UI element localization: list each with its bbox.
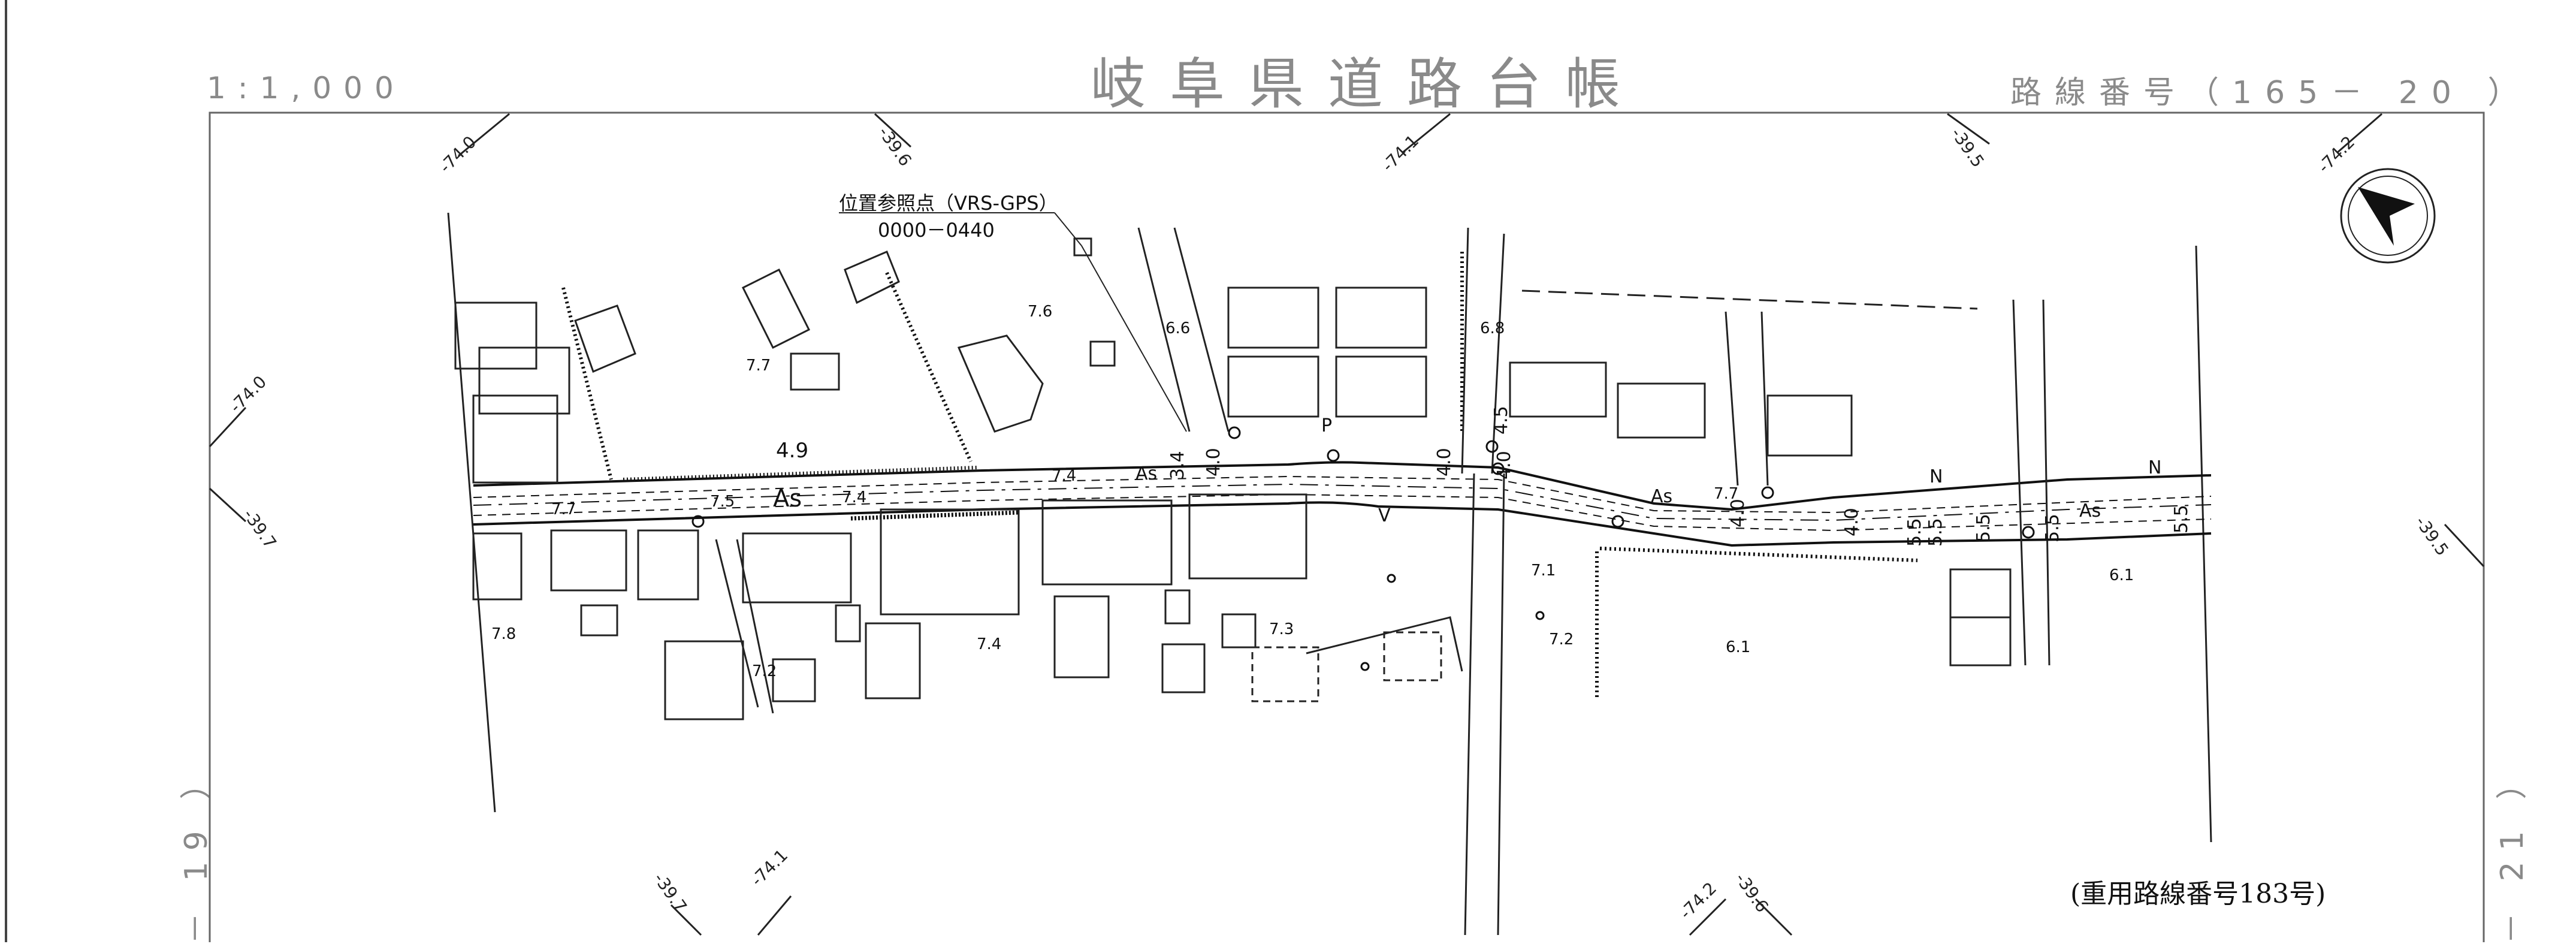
side-streets bbox=[715, 227, 2050, 936]
road-width-label: 4.0 bbox=[1203, 448, 1224, 476]
road-width-label: 5.5 bbox=[2042, 514, 2063, 542]
road-width-label: 4.0 bbox=[1728, 499, 1748, 527]
north-arrow-icon bbox=[2340, 168, 2436, 264]
elevation-label: 7.8 bbox=[491, 625, 516, 643]
road-width-label: 5.5 bbox=[1973, 514, 1994, 542]
main-road bbox=[473, 461, 2212, 547]
reference-point-code: 0000－0440 bbox=[878, 219, 995, 242]
road-misc-label: P bbox=[1321, 415, 1332, 436]
elevation-label: 7.3 bbox=[1269, 620, 1294, 638]
grid-label: -39.7 bbox=[239, 505, 280, 552]
elevation-label: 7.1 bbox=[1531, 562, 1556, 580]
road-width-label: 5.5 bbox=[1925, 518, 1946, 547]
grid-label: -39.5 bbox=[1947, 124, 1988, 171]
grid-label: -39.5 bbox=[2411, 512, 2453, 559]
elevation-label: 6.6 bbox=[1165, 319, 1190, 337]
road-width-label: 5.5 bbox=[1904, 518, 1925, 547]
page-title: 岐阜県道路台帳 bbox=[1091, 52, 1645, 116]
elevation-label: 4.9 bbox=[776, 439, 808, 463]
road-edge-hatch bbox=[561, 252, 1918, 698]
heavy-route-note: (重用路線番号183号) bbox=[2070, 879, 2326, 909]
elevation-label: 7.7 bbox=[1714, 485, 1738, 503]
map-frame bbox=[209, 111, 2485, 942]
elevation-label: 7.4 bbox=[977, 635, 1001, 653]
road-surface-label: As bbox=[773, 485, 802, 512]
road-width-label: 4.0 bbox=[1434, 448, 1455, 476]
elevation-label: 7.4 bbox=[842, 488, 866, 506]
road-surface-label: As bbox=[2079, 500, 2101, 521]
road-width-label: 4.0 bbox=[1841, 508, 1862, 536]
road-width-label: 4.0 bbox=[1494, 451, 1515, 479]
elevation-label: 7.5 bbox=[710, 493, 735, 511]
road-width-label: 3.4 bbox=[1167, 451, 1188, 479]
grid-ticks bbox=[209, 113, 2485, 936]
elevation-label: 7.7 bbox=[551, 500, 576, 518]
grid-label: -74.1 bbox=[1378, 131, 1423, 176]
elevation-label: 7.6 bbox=[1028, 303, 1052, 321]
grid-label: -74.2 bbox=[1676, 878, 1721, 923]
elevation-label: 7.4 bbox=[1052, 467, 1076, 485]
grid-label: -39.6 bbox=[1731, 869, 1772, 916]
grid-label: -39.7 bbox=[650, 869, 691, 916]
road-surface-label: As bbox=[1136, 463, 1157, 484]
map-scale: 1:1,000 bbox=[207, 71, 406, 105]
road-width-label: 5.5 bbox=[2171, 505, 2192, 533]
grid-label: -74.0 bbox=[226, 372, 271, 417]
road-misc-label: N bbox=[1929, 466, 1943, 487]
utility-markers bbox=[691, 426, 2035, 671]
reference-point-marker bbox=[1073, 237, 1092, 257]
road-width-label: 4.5 bbox=[1491, 406, 1512, 435]
elevation-label: 6.1 bbox=[1726, 638, 1750, 656]
grid-label: -74.0 bbox=[436, 132, 481, 177]
elevation-label: 7.2 bbox=[1549, 631, 1574, 649]
elevation-label: 6.8 bbox=[1480, 319, 1505, 337]
reference-point-label: 位置参照点（VRS-GPS） bbox=[839, 192, 1058, 215]
road-misc-label: N bbox=[2148, 457, 2161, 478]
road-surface-label: As bbox=[1651, 486, 1672, 507]
route-number: 路線番号（165－ 20 ） bbox=[2010, 75, 2532, 111]
elevation-label: 7.2 bbox=[752, 662, 777, 680]
road-misc-label: V bbox=[1378, 505, 1391, 526]
elevation-label: 7.7 bbox=[746, 357, 771, 375]
buildings bbox=[454, 251, 2012, 720]
elevation-label: 6.1 bbox=[2109, 566, 2134, 584]
grid-label: -74.1 bbox=[747, 845, 792, 890]
